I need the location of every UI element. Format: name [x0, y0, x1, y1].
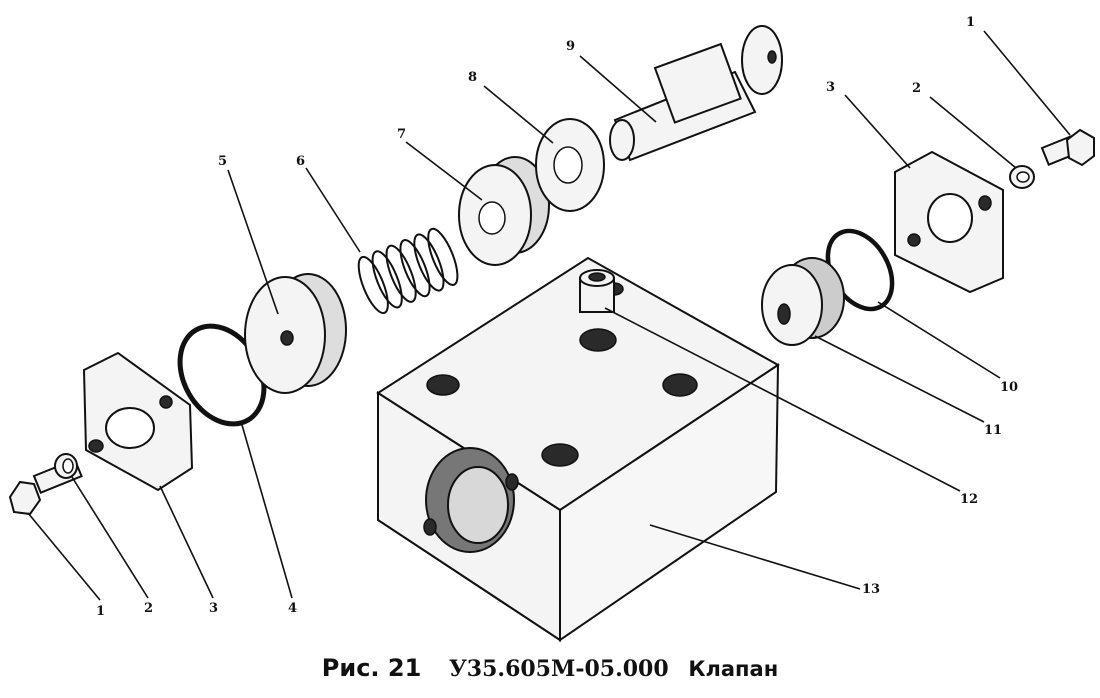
- washer-7: [458, 156, 550, 266]
- callout-6: 6: [296, 154, 305, 169]
- callout-8: 8: [468, 70, 477, 85]
- bolt-right: [1040, 128, 1095, 167]
- figure-caption: Рис. 21 У35.605М-05.000 Клапан: [0, 648, 1100, 689]
- washer-left: [54, 453, 78, 479]
- figure-number: Рис. 21: [321, 654, 422, 682]
- callout-11: 11: [984, 423, 1002, 438]
- callout-9: 9: [566, 39, 575, 54]
- washer-right: [1009, 165, 1035, 189]
- callout-3-left: 3: [209, 601, 218, 616]
- callout-1-right: 1: [966, 15, 975, 30]
- drawing-code: У35.605М-05.000: [448, 656, 669, 682]
- callout-13: 13: [862, 582, 880, 597]
- nut: [761, 257, 845, 346]
- callout-5: 5: [218, 154, 227, 169]
- plunger: [609, 25, 783, 162]
- callout-4: 4: [288, 601, 297, 616]
- callout-2-right: 2: [912, 81, 921, 96]
- flange-plate-right: [894, 150, 1004, 294]
- seat-disc: [244, 273, 347, 394]
- callout-12: 12: [960, 492, 978, 507]
- flange-plate-left: [82, 351, 194, 492]
- callout-labels: 1 2 3 4 5 6 7 8 9 1 2 3 10 11 12 13: [96, 15, 1018, 619]
- callout-1-left: 1: [96, 604, 105, 619]
- callout-2-left: 2: [144, 601, 153, 616]
- leader-lines: [27, 30, 1071, 601]
- valve-body: [376, 256, 780, 642]
- figure-title: Клапан: [688, 657, 779, 681]
- exploded-valve-diagram: 1 2 3 4 5 6 7 8 9 1 2 3 10 11 12 13: [8, 15, 1095, 642]
- washer-8: [535, 118, 605, 212]
- spring: [357, 227, 459, 315]
- callout-10: 10: [1000, 380, 1018, 395]
- callout-7: 7: [397, 127, 406, 142]
- callout-3-right: 3: [826, 80, 835, 95]
